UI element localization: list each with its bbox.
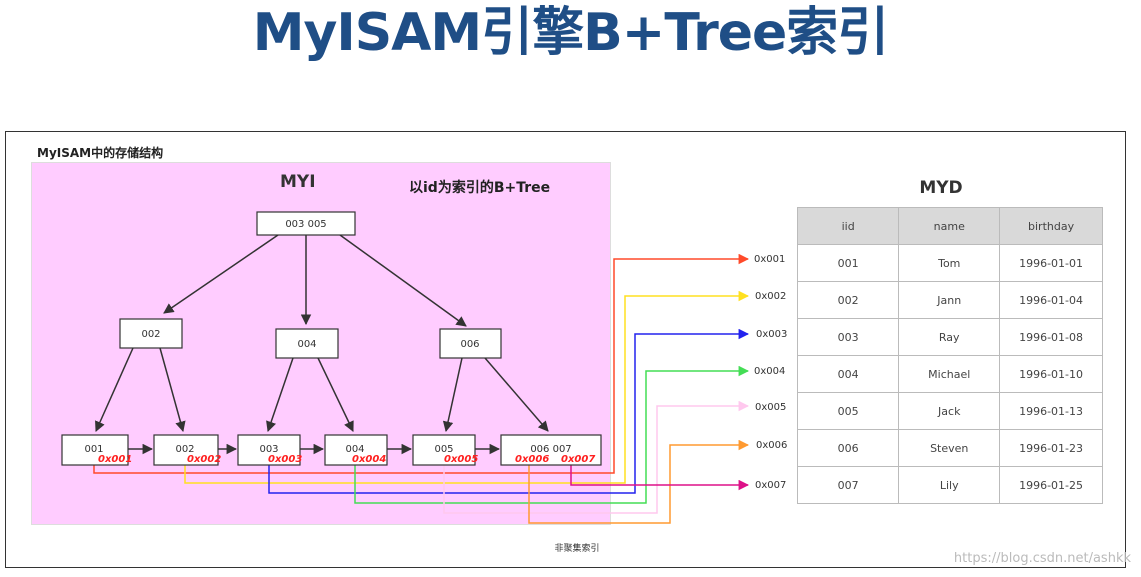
table-row: 001 Tom 1996-01-01: [796, 244, 1103, 282]
myi-label: MYI: [280, 172, 316, 192]
cell-birthday: 1996-01-25: [999, 466, 1103, 504]
edge-root-006: [339, 234, 467, 327]
pointer-line-0x003: [268, 328, 750, 494]
internal-node-004-key: 004: [297, 339, 316, 350]
myd-header-row: iid name birthday: [796, 207, 1103, 245]
row-pointer-0x004: 0x004: [352, 454, 386, 465]
table-row: 006 Steven 1996-01-23: [796, 429, 1103, 467]
leaf-node-005-key: 005: [434, 444, 453, 455]
table-row: 004 Michael 1996-01-10: [796, 355, 1103, 393]
edge-root-002: [163, 234, 279, 314]
pointer-line-0x001: [93, 253, 750, 474]
table-row: 003 Ray 1996-01-08: [796, 318, 1103, 356]
leaf-node-001: 001: [61, 434, 129, 466]
table-row: 005 Jack 1996-01-13: [796, 392, 1103, 430]
edge-004-004: [317, 357, 354, 432]
myd-col-name: name: [898, 207, 1001, 245]
cell-id: 001: [796, 244, 900, 282]
address-label-0x003: 0x003: [756, 329, 787, 340]
cell-id: 003: [796, 318, 900, 356]
myd-table: iid name birthday 001 Tom 1996-01-01 002…: [796, 207, 1103, 504]
cell-name: Ray: [898, 318, 1001, 356]
cell-birthday: 1996-01-10: [999, 355, 1103, 393]
edge-006-005: [442, 357, 463, 433]
pointer-line-0x002: [184, 290, 750, 484]
table-row: 007 Lily 1996-01-25: [796, 466, 1103, 504]
cell-name: Tom: [898, 244, 1001, 282]
cell-id: 005: [796, 392, 900, 430]
row-pointer-0x006: 0x006: [515, 454, 549, 465]
row-pointer-0x003: 0x003: [268, 454, 302, 465]
root-node: 003 005: [256, 211, 356, 236]
myd-col-birthday: birthday: [999, 207, 1103, 245]
pointer-line-0x005: [443, 400, 750, 514]
cell-birthday: 1996-01-23: [999, 429, 1103, 467]
tree-label: 以id为索引的B+Tree: [409, 180, 551, 196]
address-label-0x007: 0x007: [755, 480, 786, 491]
pointer-line-0x006: [528, 439, 750, 524]
address-label-0x006: 0x006: [756, 440, 787, 451]
address-label-0x002: 0x002: [755, 291, 786, 302]
internal-node-002-key: 002: [141, 329, 160, 340]
row-pointer-labels: 0x001 0x002 0x003 0x004 0x005 0x006 0x00…: [98, 454, 595, 465]
myd-col-id: iid: [796, 207, 900, 245]
cell-birthday: 1996-01-08: [999, 318, 1103, 356]
leaf-node-001-key: 001: [84, 444, 103, 455]
cell-birthday: 1996-01-13: [999, 392, 1103, 430]
leaf-node-003: 003: [237, 434, 301, 466]
cell-name: Steven: [898, 429, 1001, 467]
tree-edges: [95, 234, 549, 433]
pointer-lines: [93, 253, 750, 524]
edge-002-002: [159, 347, 186, 433]
address-label-0x001: 0x001: [754, 254, 785, 265]
row-pointer-0x005: 0x005: [444, 454, 478, 465]
internal-node-006: 006: [439, 328, 502, 359]
edge-002-001: [95, 347, 134, 432]
table-row: 002 Jann 1996-01-04: [796, 281, 1103, 319]
frame-title: MyISAM中的存储结构: [37, 146, 164, 160]
leaf-node-003-key: 003: [259, 444, 278, 455]
slide-title: MyISAM引擎B+Tree索引: [252, 3, 890, 63]
leaf-node-005: 005: [412, 434, 476, 466]
watermark: https://blog.csdn.net/ashkk: [954, 551, 1132, 566]
cell-id: 002: [796, 281, 900, 319]
address-labels: 0x001 0x002 0x003 0x004 0x005 0x006 0x00…: [754, 254, 787, 491]
cell-id: 007: [796, 466, 900, 504]
frame-caption: 非聚集索引: [554, 542, 599, 554]
address-label-0x005: 0x005: [755, 402, 786, 413]
leaf-node-002-key: 002: [175, 444, 194, 455]
address-label-0x004: 0x004: [754, 366, 785, 377]
cell-name: Lily: [898, 466, 1001, 504]
edge-006-006: [484, 357, 549, 432]
internal-node-006-key: 006: [460, 339, 479, 350]
internal-node-004: 004: [275, 328, 339, 359]
root-node-keys: 003 005: [285, 219, 326, 230]
leaf-node-006-007-keys: 006 007: [530, 444, 571, 455]
myd-label: MYD: [919, 178, 963, 198]
cell-birthday: 1996-01-04: [999, 281, 1103, 319]
leaf-node-004: 004: [324, 434, 388, 466]
leaf-node-002: 002: [153, 434, 219, 466]
leaf-node-004-key: 004: [345, 444, 364, 455]
cell-name: Jann: [898, 281, 1001, 319]
cell-birthday: 1996-01-01: [999, 244, 1103, 282]
internal-node-002: 002: [119, 318, 183, 349]
row-pointer-0x007: 0x007: [561, 454, 595, 465]
pointer-line-0x007: [570, 463, 750, 491]
cell-id: 006: [796, 429, 900, 467]
row-pointer-0x001: 0x001: [98, 454, 132, 465]
pointer-line-0x004: [354, 365, 750, 504]
cell-name: Jack: [898, 392, 1001, 430]
row-pointer-0x002: 0x002: [187, 454, 221, 465]
edge-004-003: [266, 357, 294, 432]
cell-id: 004: [796, 355, 900, 393]
leaf-node-006-007: 006 007: [500, 434, 602, 466]
cell-name: Michael: [898, 355, 1001, 393]
